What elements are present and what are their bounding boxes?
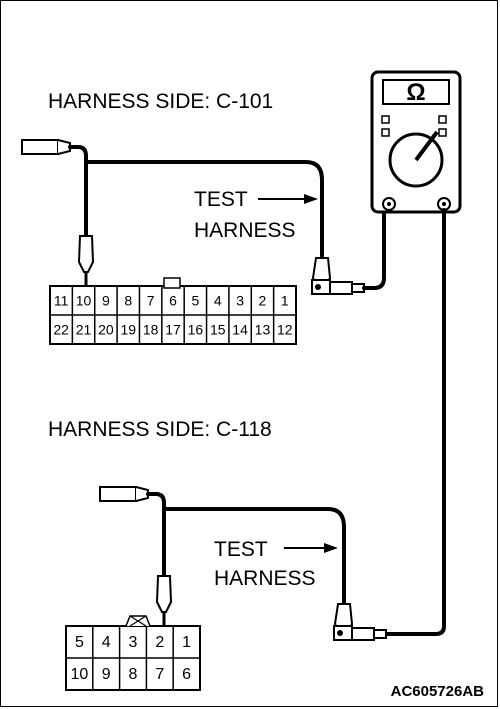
c101-pin-1: 1 bbox=[281, 293, 289, 309]
c101-pin-3: 3 bbox=[236, 293, 244, 309]
meter-dial-pointer bbox=[414, 130, 439, 162]
multimeter-display bbox=[382, 79, 450, 105]
probe-pin-10 bbox=[77, 235, 95, 296]
meter-lead-right bbox=[382, 208, 446, 636]
test-harness-plug-left-2 bbox=[99, 486, 149, 502]
meter-button-3 bbox=[438, 115, 447, 124]
test-harness-1-arrow bbox=[258, 194, 318, 204]
multimeter: Ω bbox=[370, 70, 462, 214]
test-harness-2-clip bbox=[333, 603, 354, 641]
c118-pin-9: 9 bbox=[102, 666, 111, 683]
c101-pin-22: 22 bbox=[53, 322, 69, 338]
test-harness-1-line2: HARNESS bbox=[194, 219, 296, 242]
test-harness-2-line2: HARNESS bbox=[214, 567, 316, 590]
meter-lead-left-plug bbox=[329, 281, 365, 295]
c101-pin-14: 14 bbox=[232, 322, 248, 338]
c101-pin-18: 18 bbox=[143, 322, 159, 338]
c101-pin-4: 4 bbox=[214, 293, 222, 309]
c101-pin-9: 9 bbox=[102, 293, 110, 309]
test-harness-1-wire bbox=[68, 145, 324, 260]
c118-pin-4: 4 bbox=[102, 634, 111, 651]
c101-title: HARNESS SIDE: C-101 bbox=[48, 90, 273, 113]
test-harness-2-wire bbox=[146, 492, 346, 606]
figure-code: AC605726AB bbox=[391, 683, 485, 700]
c118-pin-6: 6 bbox=[182, 666, 191, 683]
c101-pin-20: 20 bbox=[98, 322, 114, 338]
c101-pin-6: 6 bbox=[169, 293, 177, 309]
c101-pin-11: 11 bbox=[54, 293, 69, 309]
c101-pin-7: 7 bbox=[147, 293, 155, 309]
c101-pin-16: 16 bbox=[188, 322, 204, 338]
c101-pin-12: 12 bbox=[277, 322, 293, 338]
c118-pin-10: 10 bbox=[71, 666, 89, 683]
c101-pin-17: 17 bbox=[165, 322, 181, 338]
c101-pin-5: 5 bbox=[191, 293, 199, 309]
meter-button-1 bbox=[381, 115, 390, 124]
probe-pin-2 bbox=[155, 575, 173, 630]
c118-pin-1: 1 bbox=[182, 634, 191, 651]
c101-pin-8: 8 bbox=[124, 293, 132, 309]
ohm-symbol: Ω bbox=[406, 79, 425, 106]
test-harness-2-line1: TEST bbox=[214, 538, 268, 561]
meter-lead-left bbox=[362, 208, 386, 290]
c101-pin-2: 2 bbox=[259, 293, 267, 309]
test-harness-2-arrow bbox=[284, 543, 338, 553]
test-harness-1-clip bbox=[311, 257, 332, 295]
c101-pin-15: 15 bbox=[210, 322, 226, 338]
meter-button-2 bbox=[381, 128, 390, 137]
c118-pin-5: 5 bbox=[75, 634, 84, 651]
c101-pin-19: 19 bbox=[120, 322, 136, 338]
c118-title: HARNESS SIDE: C-118 bbox=[48, 418, 272, 441]
c101-pin-21: 21 bbox=[76, 322, 92, 338]
c118-pin-7: 7 bbox=[155, 666, 164, 683]
test-harness-plug-left-1 bbox=[21, 139, 71, 155]
c118-pin-2: 2 bbox=[155, 634, 164, 651]
test-harness-1-line1: TEST bbox=[194, 188, 248, 211]
meter-button-4 bbox=[438, 128, 447, 137]
meter-lead-right-plug bbox=[351, 627, 387, 641]
c118-pin-8: 8 bbox=[129, 666, 138, 683]
c101-pin-13: 13 bbox=[255, 322, 271, 338]
c101-pin-10: 10 bbox=[76, 293, 92, 309]
c118-pin-3: 3 bbox=[129, 634, 138, 651]
